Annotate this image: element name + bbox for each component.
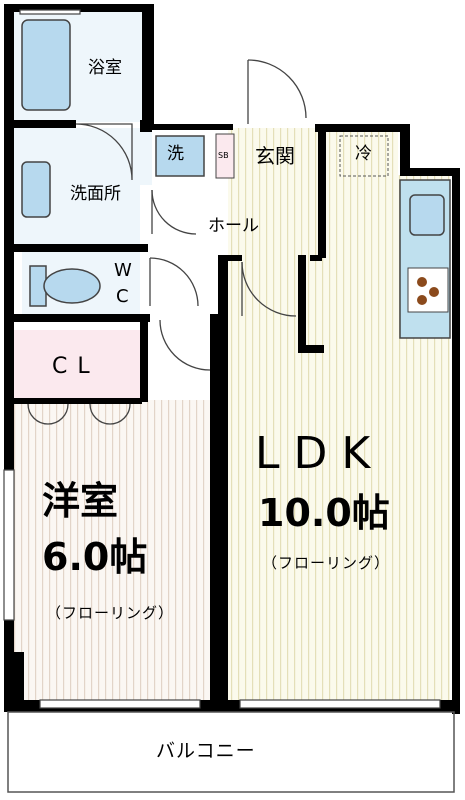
balcony-rail: [7, 711, 455, 793]
fridge-label: 冷: [355, 144, 372, 164]
washer: [155, 135, 205, 177]
western-room-floor: [14, 400, 218, 700]
closet-floor: [14, 330, 140, 400]
washroom-door: [151, 189, 197, 235]
burner: [417, 295, 427, 305]
bathtub: [21, 19, 71, 111]
fridge-space: [339, 135, 389, 177]
doors: [27, 59, 307, 425]
ldk-door: [241, 261, 297, 317]
windows: [3, 9, 441, 709]
bath-door: [75, 123, 133, 181]
entrance-label: 玄関: [255, 144, 295, 168]
western-room-name: 洋室: [42, 479, 119, 523]
western-room-size: 6.0帖: [42, 535, 148, 579]
western-room-door: [159, 319, 211, 371]
front-door: [247, 59, 307, 119]
ldk-name: LDK: [255, 428, 385, 479]
ldk-floor: [228, 128, 398, 700]
western-room-floor: （フローリング）: [46, 604, 175, 622]
wc-label-c: C: [116, 286, 129, 307]
toilet-bowl: [43, 268, 101, 304]
burner: [417, 277, 427, 287]
washbasin: [21, 161, 51, 218]
stove: [407, 267, 449, 313]
bath-label: 浴室: [88, 58, 122, 78]
shoe-box-label: SB: [218, 151, 229, 160]
ldk-size: 10.0帖: [258, 491, 390, 535]
balcony-floor: [8, 708, 454, 790]
wc-door: [149, 257, 199, 307]
balcony-label: バルコニー: [156, 740, 256, 762]
closet-door: [27, 403, 49, 425]
washroom-label: 洗面所: [70, 184, 121, 204]
ldk-floor-type: （フローリング）: [262, 554, 391, 572]
closet-label: CL: [52, 354, 100, 379]
washer-label: 洗: [167, 144, 184, 164]
hall-label: ホール: [208, 216, 259, 236]
wc-label-w: W: [114, 260, 132, 281]
kitchen-sink: [409, 194, 445, 236]
burner: [429, 287, 439, 297]
shoe-box: [215, 133, 235, 179]
